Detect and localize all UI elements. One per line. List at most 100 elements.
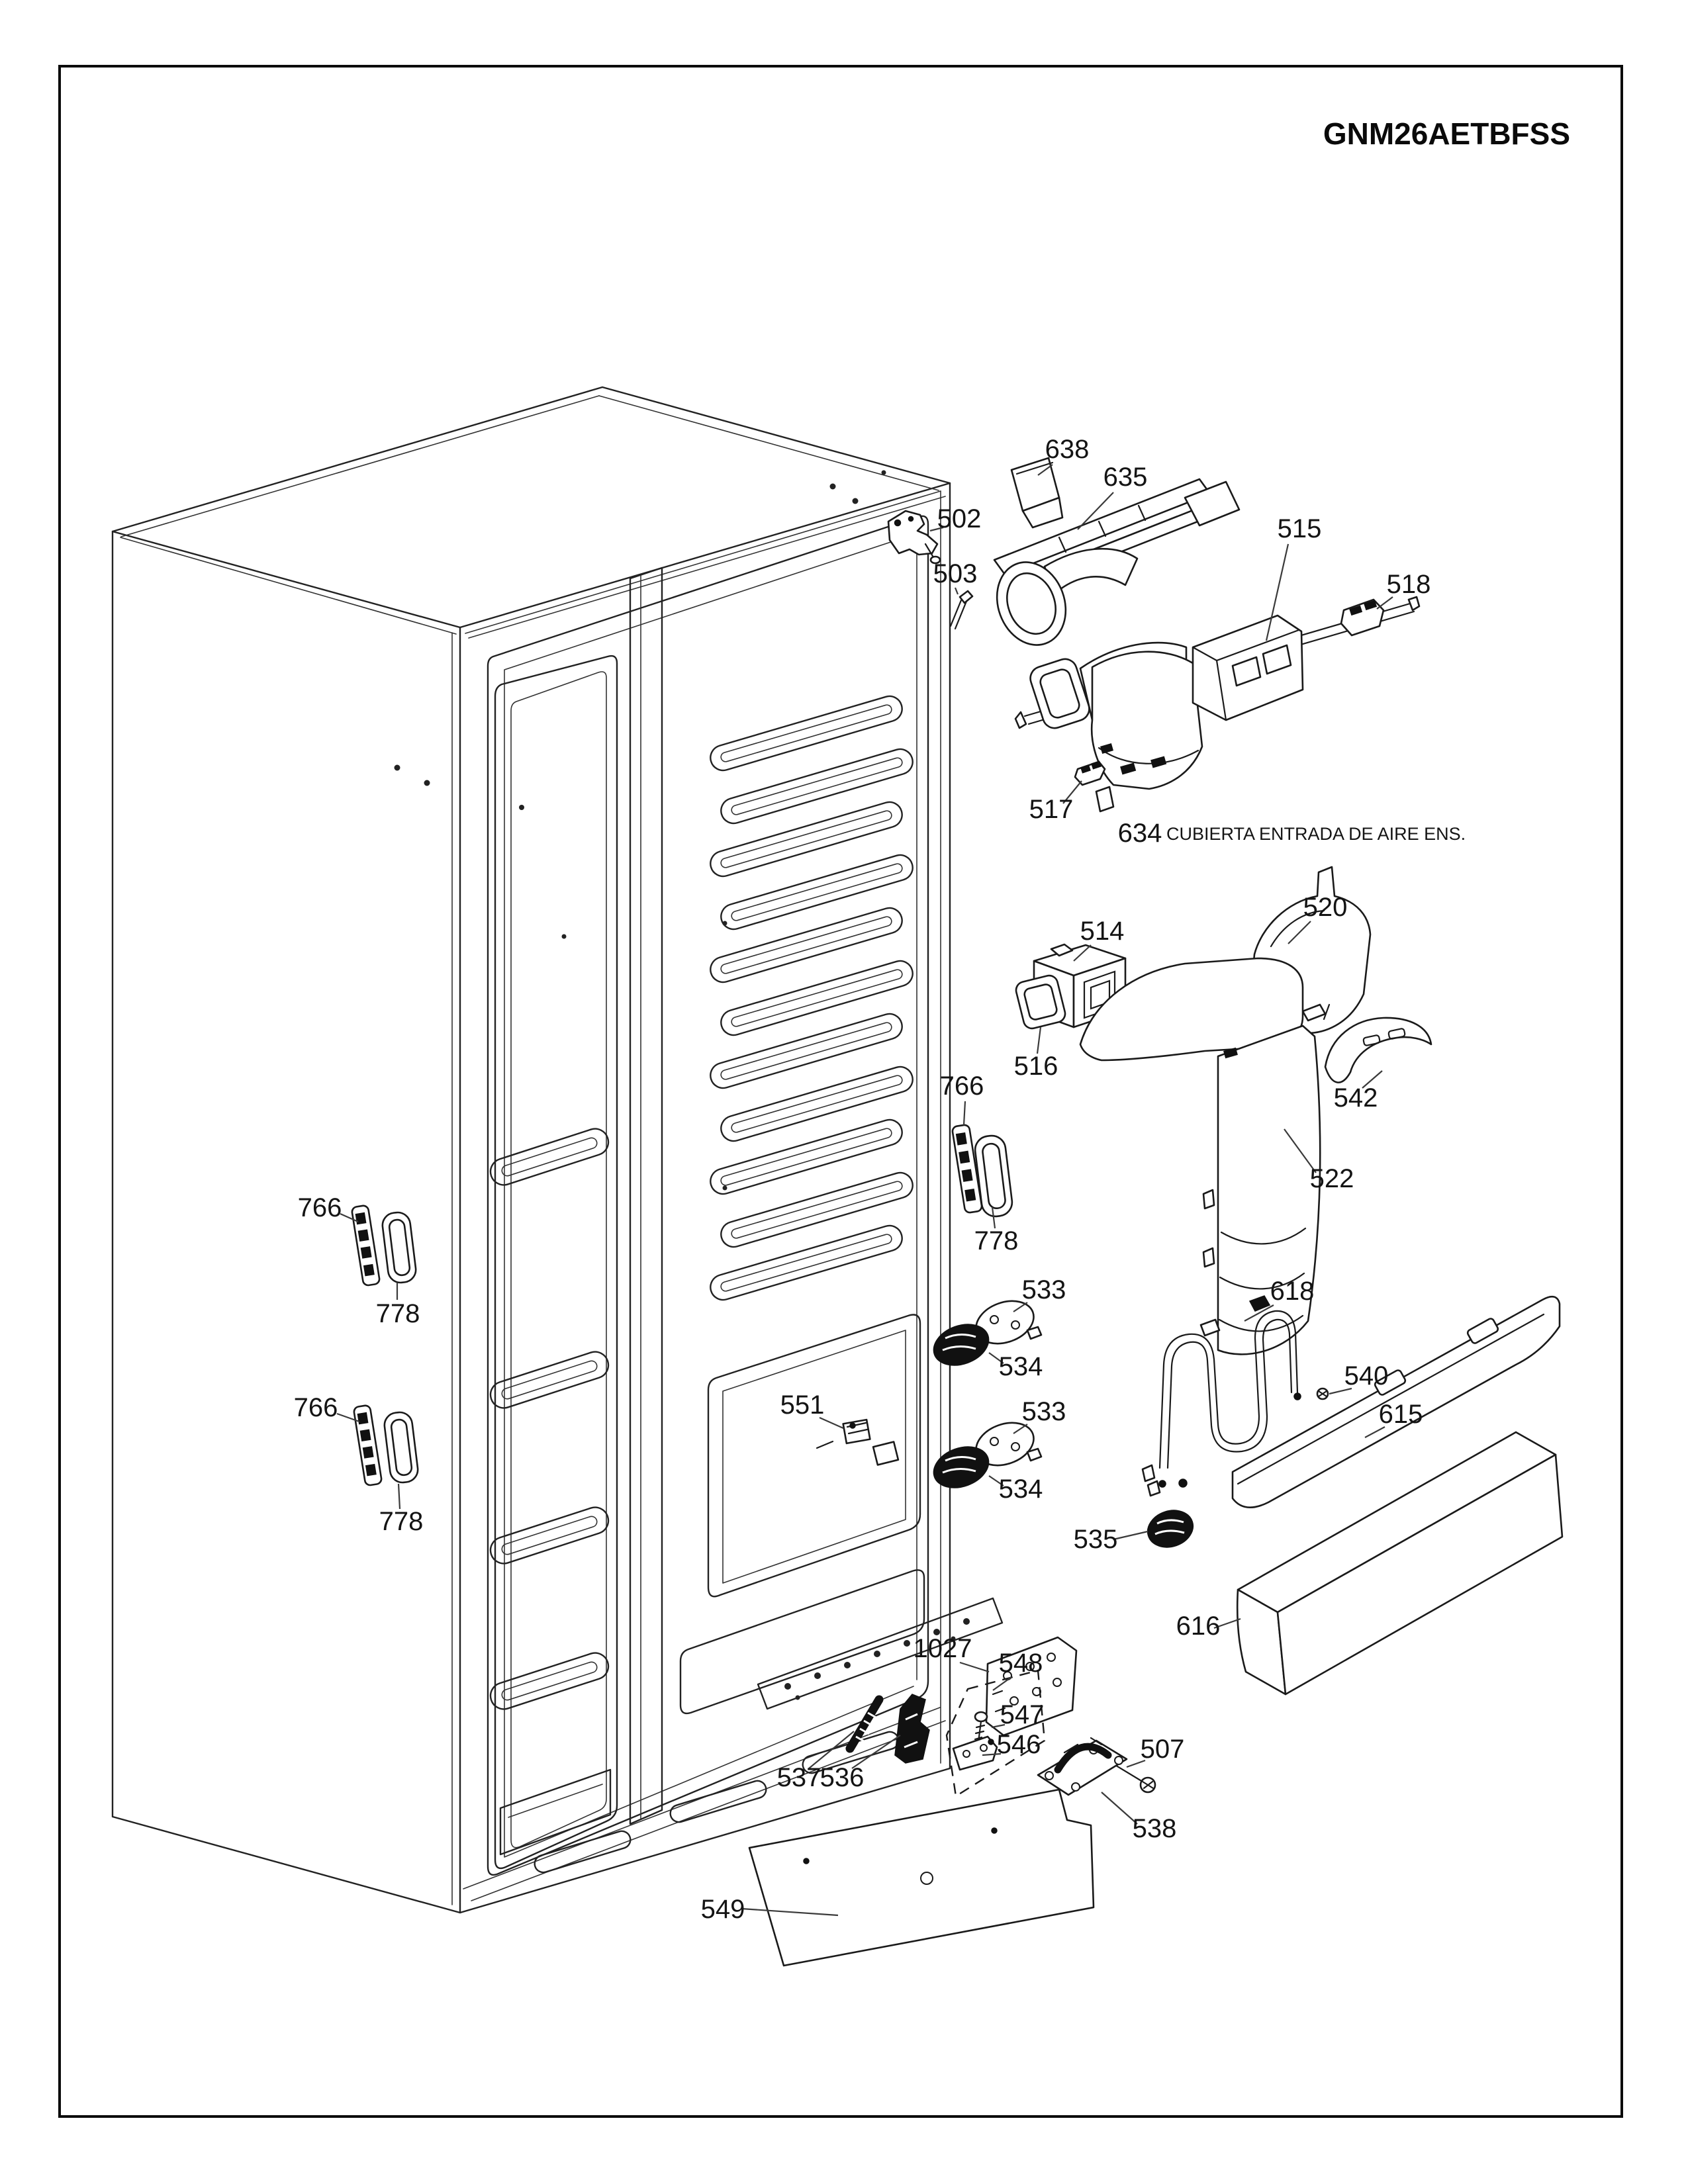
leader-778 <box>991 1206 996 1229</box>
freezer-shelf-rails <box>489 1128 610 1710</box>
anchor-rail-holes <box>784 1618 970 1700</box>
model-number: GNM26AETBFSS <box>1323 116 1570 151</box>
callout-536: 536 <box>820 1763 865 1792</box>
leader-536 <box>851 1735 901 1769</box>
part-536-clip <box>894 1694 930 1764</box>
part-549-kick-panel <box>748 1788 1095 1967</box>
leader-518 <box>1376 596 1393 610</box>
top-edge-inner-1 <box>598 395 939 491</box>
drain-pan-inner <box>722 1330 906 1584</box>
leader-549 <box>741 1907 839 1917</box>
leader-520 <box>1288 921 1311 944</box>
part-533-cover-plate <box>975 1300 1043 1345</box>
callout-507: 507 <box>1141 1735 1185 1764</box>
callout-533: 533 <box>1022 1275 1066 1304</box>
leader-533 <box>1013 1424 1028 1434</box>
part-635-air-duct-assembly <box>993 478 1241 646</box>
part-534-grommet <box>933 1446 990 1488</box>
callout-766: 766 <box>298 1193 342 1222</box>
callout-520: 520 <box>1303 893 1348 922</box>
callout-533: 533 <box>1022 1397 1066 1426</box>
page-border <box>58 65 1623 2118</box>
callout-502: 502 <box>937 504 982 533</box>
leader-514 <box>1073 944 1092 962</box>
top-edge-inner-3 <box>468 496 946 639</box>
leader-638 <box>1037 464 1053 476</box>
callout-547: 547 <box>1000 1700 1045 1729</box>
drain-pan <box>707 1314 921 1598</box>
base-anchor-rail <box>757 1597 1004 1710</box>
callout-1027: 1027 <box>914 1634 972 1663</box>
bottom-slot <box>534 1830 632 1874</box>
part-634-air-inlet-housing <box>1029 614 1304 813</box>
part-548-kit-outline <box>945 1669 1046 1797</box>
part-542-bracket <box>1324 1017 1432 1083</box>
callout-549: 549 <box>701 1895 745 1924</box>
leader-540 <box>1329 1387 1352 1395</box>
callout-766: 766 <box>294 1393 338 1422</box>
leader-778 <box>397 1483 401 1510</box>
part-778-gasket <box>383 1411 419 1484</box>
leader-547 <box>991 1723 1006 1729</box>
part-778-gasket <box>974 1134 1013 1218</box>
evaporator-coils <box>710 695 914 1301</box>
callout-537: 537 <box>777 1763 821 1792</box>
leader-502 <box>929 526 944 532</box>
leader-533 <box>1013 1302 1028 1312</box>
callout-546: 546 <box>997 1730 1041 1759</box>
callout-517: 517 <box>1029 795 1074 824</box>
leader-503 <box>954 587 959 595</box>
leader-535 <box>1113 1530 1149 1541</box>
callout-518: 518 <box>1387 570 1431 599</box>
fresh-food-floor <box>679 1569 925 1715</box>
part-615-trough-cover <box>1178 1295 1561 1509</box>
leader-615 <box>1364 1426 1385 1438</box>
leader-766 <box>962 1101 966 1126</box>
callout-535: 535 <box>1074 1525 1118 1554</box>
callout-516: 516 <box>1014 1052 1058 1081</box>
callout-522: 522 <box>1310 1164 1354 1193</box>
bottom-slot <box>669 1780 767 1823</box>
leader-517 <box>1062 780 1082 804</box>
callout-542: 542 <box>1334 1083 1378 1113</box>
opening-inner-frame-2 <box>504 533 917 1858</box>
center-mullion <box>629 567 663 1825</box>
callout-534: 534 <box>999 1352 1043 1381</box>
leader-548 <box>992 1676 1012 1691</box>
callout-616: 616 <box>1176 1612 1221 1641</box>
caption-634: 634 CUBIERTA ENTRADA DE AIRE ENS. <box>1118 819 1466 848</box>
cabinet-left-panel <box>111 530 461 1914</box>
part-766-switch-strip <box>951 1124 983 1214</box>
top-edge-inner-5 <box>120 537 457 635</box>
part-502-top-hinge-bracket <box>887 510 941 565</box>
callout-548: 548 <box>999 1649 1043 1678</box>
part-547-screw <box>974 1711 988 1743</box>
leader-618 <box>1244 1304 1274 1322</box>
cabinet-front-opening-edge <box>459 482 951 1914</box>
refrigerator-cabinet <box>111 386 1004 1914</box>
part-516-gasket <box>1015 974 1066 1030</box>
part-551-thermostat <box>816 1418 900 1466</box>
leader-766 <box>340 1212 359 1223</box>
leader-616 <box>1213 1617 1241 1629</box>
leader-534 <box>988 1352 1004 1364</box>
callout-551: 551 <box>780 1390 825 1420</box>
leader-546 <box>982 1752 1002 1756</box>
callout-778: 778 <box>379 1507 424 1536</box>
freezer-liner-outer <box>494 655 618 1870</box>
part-546-bracket <box>952 1735 998 1771</box>
exploded-parts <box>351 457 1564 1967</box>
part-766-switch-strip <box>351 1205 381 1287</box>
part-535-grommet <box>1147 1510 1194 1548</box>
leader-534 <box>988 1475 1004 1486</box>
part-1027-hinge-plate <box>985 1636 1078 1737</box>
freezer-liner-inner <box>510 671 607 1848</box>
leader-1027 <box>959 1661 990 1673</box>
leader-515 <box>1265 543 1289 641</box>
caption-634-text: CUBIERTA ENTRADA DE AIRE ENS. <box>1166 824 1466 844</box>
top-edge-inner-4 <box>120 395 600 537</box>
callout-635: 635 <box>1103 463 1148 492</box>
cabinet-screw-dots <box>394 470 886 1191</box>
part-538-bracket-assembly <box>1037 1737 1128 1796</box>
